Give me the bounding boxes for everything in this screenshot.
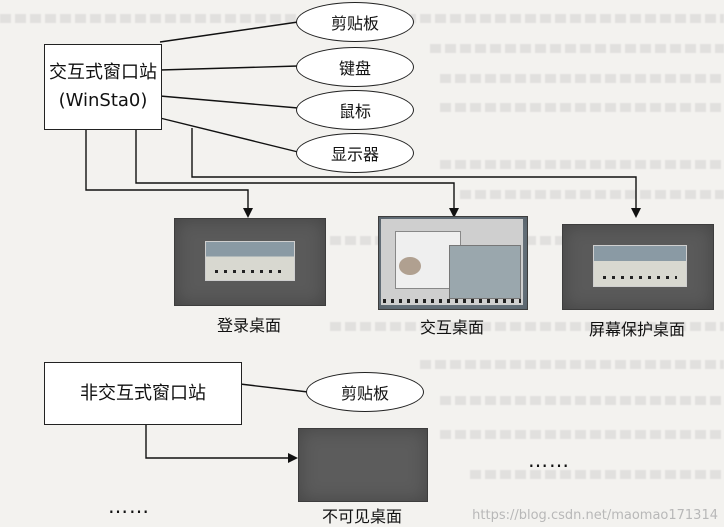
login-desktop-screenshot [174, 218, 326, 306]
invisible-desktop-label: 不可见桌面 [321, 507, 402, 526]
login-desktop-label: 登录桌面 [216, 316, 281, 335]
interactive-window-station: 交互式窗口站 (WinSta0) [44, 44, 162, 130]
interactive-desktop-label: 交互桌面 [419, 318, 484, 337]
more-stations-ellipsis: …… [108, 494, 150, 518]
resource-keyboard: 键盘 [296, 47, 414, 87]
more-desktops-ellipsis: …… [528, 448, 570, 472]
interactive-desktop-screenshot [378, 216, 528, 310]
station-title: 交互式窗口站 [49, 62, 157, 83]
noninteractive-window-station: 非交互式窗口站 [44, 362, 242, 425]
watermark: https://blog.csdn.net/maomao171314 [472, 508, 718, 523]
resource-clipboard: 剪贴板 [296, 2, 414, 42]
screensaver-desktop-screenshot [562, 224, 714, 310]
resource-clipboard-2: 剪贴板 [306, 372, 424, 412]
screensaver-desktop-label: 屏幕保护桌面 [588, 320, 685, 339]
station-title: 非交互式窗口站 [80, 382, 206, 404]
resource-mouse: 鼠标 [296, 90, 414, 130]
station-subtitle: (WinSta0) [58, 90, 148, 111]
resource-display: 显示器 [296, 133, 414, 173]
invisible-desktop-screenshot [298, 428, 428, 502]
